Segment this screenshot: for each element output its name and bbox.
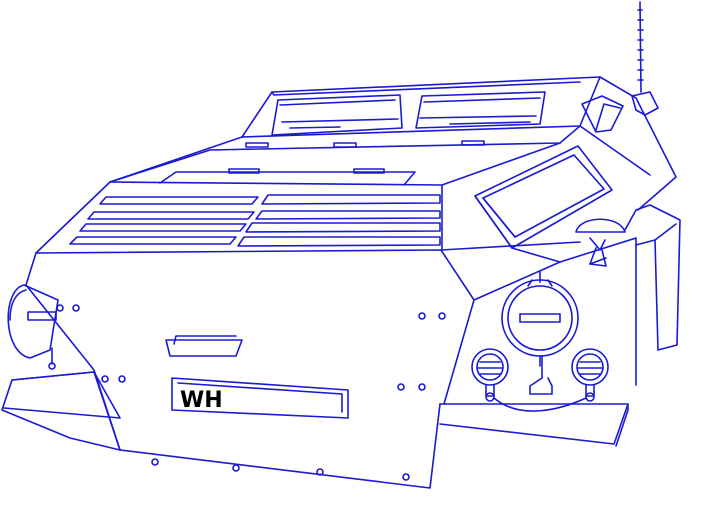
- right-side-hull: [473, 237, 637, 386]
- lamp-cable: [493, 397, 587, 412]
- right-bumper: [439, 403, 629, 447]
- rivets: [56, 304, 446, 481]
- roof-hatch-right: [415, 91, 546, 129]
- roof-hatch-left: [271, 94, 403, 136]
- roof-vent-side: [581, 95, 624, 133]
- roof: [109, 76, 677, 211]
- license-plate-text: WH: [180, 388, 223, 413]
- headlamp-right: [571, 348, 609, 402]
- front-handle: [165, 335, 243, 357]
- front-grille: [69, 194, 441, 247]
- license-plate: [171, 377, 349, 419]
- headlamp-left: [471, 348, 509, 402]
- mirror: [575, 218, 626, 267]
- periscope-box: [474, 145, 613, 249]
- left-bumper: [1, 371, 121, 451]
- engine-deck: [109, 125, 581, 251]
- right-fender: [624, 204, 681, 351]
- main-lamp: [501, 271, 579, 367]
- lamp-post: [529, 355, 553, 395]
- antenna: [631, 1, 659, 116]
- left-wheel: [7, 284, 59, 370]
